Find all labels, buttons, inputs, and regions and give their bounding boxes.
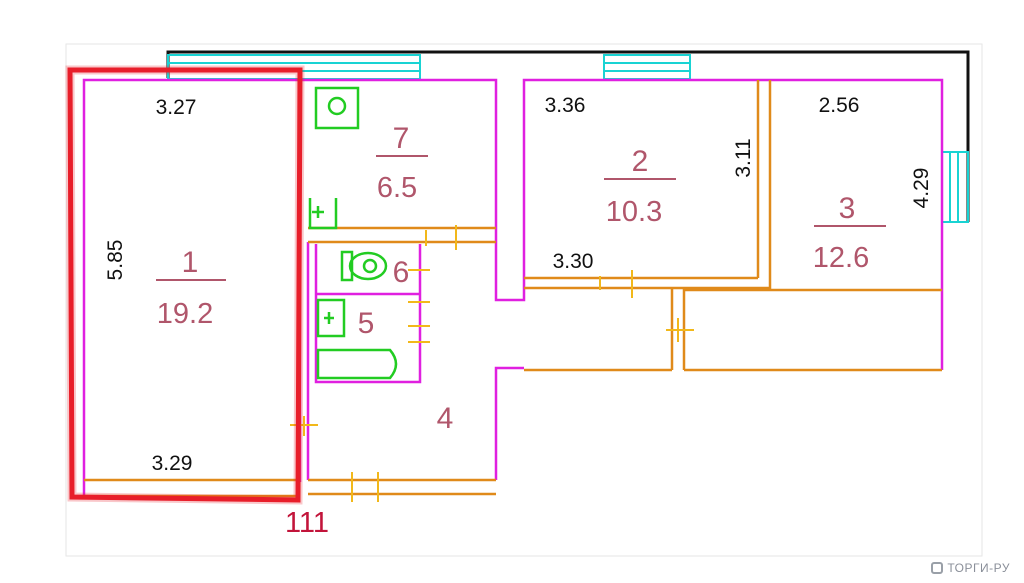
room-1-dim-side: 5.85 bbox=[104, 240, 127, 281]
room-6-number: 6 bbox=[393, 256, 410, 289]
room-2-dim-top: 3.36 bbox=[545, 94, 586, 117]
door-marks bbox=[290, 225, 694, 502]
watermark: ТОРГИ-РУ bbox=[931, 561, 1010, 575]
stove-icon bbox=[308, 198, 338, 230]
highlight-room-1 bbox=[65, 65, 305, 505]
room-1-dim-bottom: 3.29 bbox=[152, 452, 193, 475]
logo-icon bbox=[931, 562, 944, 574]
washbasin-icon bbox=[316, 298, 346, 338]
room-1-dim-top: 3.27 bbox=[156, 96, 197, 119]
room-3-dim-top: 2.56 bbox=[819, 94, 860, 117]
room-7-number: 7 bbox=[393, 122, 410, 155]
room-5-number: 5 bbox=[358, 307, 375, 340]
room-1-area: 19.2 bbox=[157, 298, 213, 330]
room-3-number: 3 bbox=[839, 192, 856, 225]
room-2-dim-bottom: 3.30 bbox=[553, 250, 594, 273]
plan-label: 111 bbox=[285, 507, 329, 539]
toilet-icon bbox=[340, 250, 388, 282]
room-2-dim-side: 3.11 bbox=[732, 138, 755, 177]
room-3-dim-side: 4.29 bbox=[910, 168, 933, 209]
watermark-text: ТОРГИ-РУ bbox=[947, 561, 1010, 575]
room-2-area: 10.3 bbox=[606, 196, 662, 228]
room-4-number: 4 bbox=[437, 402, 454, 435]
room-7-area: 6.5 bbox=[377, 172, 417, 204]
bathtub-icon bbox=[316, 348, 398, 380]
room-2-number: 2 bbox=[632, 145, 649, 178]
walls-orange bbox=[84, 80, 942, 498]
sink-icon bbox=[314, 86, 360, 130]
room-1-number: 1 bbox=[182, 246, 199, 279]
room-3-area: 12.6 bbox=[813, 242, 869, 274]
